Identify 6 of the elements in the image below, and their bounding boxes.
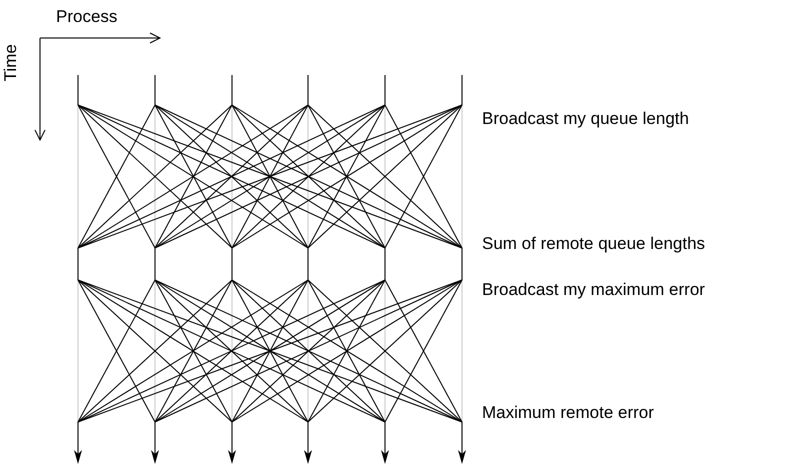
- phase-label: Maximum remote error: [482, 402, 654, 424]
- phase-label: Sum of remote queue lengths: [482, 233, 706, 255]
- phase-label: Broadcast my maximum error: [482, 279, 705, 301]
- axis-label: Time: [0, 44, 21, 82]
- phase-label: Broadcast my queue length: [482, 108, 689, 130]
- axis-label: Process: [56, 6, 118, 28]
